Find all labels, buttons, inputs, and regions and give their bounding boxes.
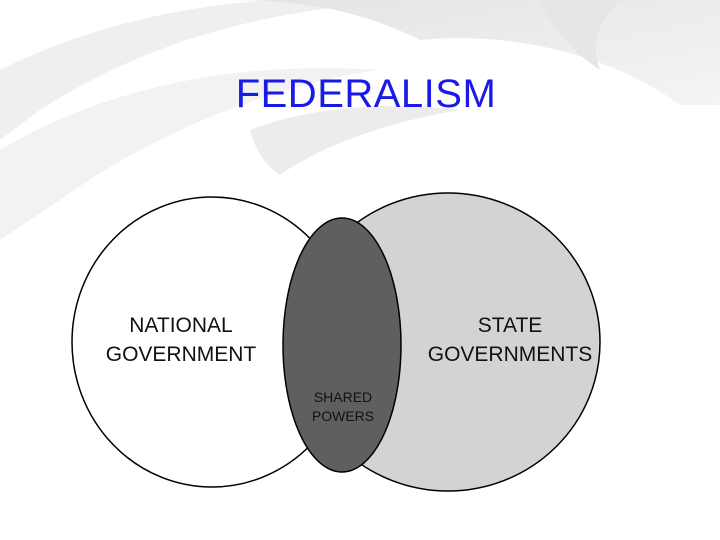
shared-powers-ellipse <box>282 217 402 473</box>
shared-powers-label: SHARED POWERS <box>293 388 393 426</box>
swoosh-band-1 <box>0 0 470 140</box>
state-label-line2: GOVERNMENTS <box>427 343 593 366</box>
national-label-line1: NATIONAL <box>129 314 233 337</box>
national-government-label: NATIONAL GOVERNMENT <box>86 311 276 369</box>
shared-label-line2: POWERS <box>311 408 375 424</box>
national-label-line2: GOVERNMENT <box>105 343 257 366</box>
slide-title: FEDERALISM <box>235 72 497 116</box>
state-governments-label: STATE GOVERNMENTS <box>410 311 610 369</box>
shared-label-line1: SHARED <box>313 389 373 405</box>
swoosh-band-4 <box>250 106 460 175</box>
state-label-line1: STATE <box>477 314 543 337</box>
swoosh-band-5 <box>540 0 620 70</box>
swoosh-band-2 <box>0 68 380 240</box>
